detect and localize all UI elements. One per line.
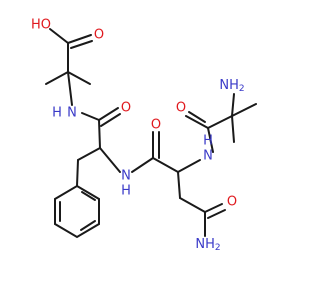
atom-labels: HO O N H O N H O N H O NH2 O NH2 — [31, 18, 245, 254]
atom-h2: H — [121, 184, 131, 199]
bond-ca2-n2 — [99, 147, 121, 173]
molecule-structure: HO O N H O N H O N H O NH2 O NH2 — [31, 18, 257, 254]
bond-n2-c2 — [131, 157, 154, 173]
bond-ca3-n3 — [177, 159, 201, 173]
bond-c3-o3-double — [188, 111, 206, 123]
bond-methyl-1 — [45, 71, 69, 85]
bond-methyl-2 — [67, 71, 91, 85]
bond-c1-o1 — [98, 107, 119, 121]
atom-o2: O — [151, 118, 161, 133]
atom-n1: N — [67, 106, 77, 121]
atom-ho: HO — [31, 18, 51, 33]
bond-c2-calpha3 — [152, 157, 179, 173]
bond-cg-o-amide-double — [207, 209, 226, 219]
atom-n3: N — [203, 149, 213, 164]
atom-o-acid: O — [94, 28, 104, 43]
atom-nh2-amide: NH2 — [195, 237, 220, 254]
atom-o1: O — [121, 101, 131, 116]
bond-n3-c3 — [207, 127, 214, 153]
atom-h1: H — [52, 106, 62, 121]
benzene-ring — [54, 184, 100, 239]
bond-cq-methyl-2 — [231, 115, 235, 143]
atom-h3: H — [203, 134, 213, 149]
atom-nh2-top: NH2 — [219, 78, 244, 95]
atom-o3: O — [176, 101, 186, 116]
bond-c-o-acid — [67, 34, 92, 44]
atom-o-amide: O — [227, 195, 237, 210]
bond-cq-nh2 — [231, 93, 235, 117]
atom-n2: N — [121, 169, 131, 184]
bond-c3-o3 — [185, 115, 209, 129]
bond-cb-ring — [76, 159, 79, 187]
bond-cb-cg — [179, 197, 206, 213]
bond-ca3-cb — [177, 171, 181, 199]
bond-c3-cq — [207, 115, 233, 129]
bond-ho-c — [49, 28, 69, 44]
bond-c1-calpha2 — [98, 119, 101, 149]
bond-cg-o-amide — [204, 203, 223, 213]
bond-c-n1 — [67, 71, 73, 106]
ring-double-2 — [80, 220, 96, 231]
bonds — [45, 28, 257, 239]
bond-cq-methyl-1 — [231, 103, 257, 117]
bond-n1-c1 — [81, 112, 100, 121]
ring-double-1 — [81, 191, 96, 201]
bond-c-o-acid-double — [70, 40, 93, 49]
bond-ca2-cb — [77, 147, 101, 161]
bond-c1-o1-double — [100, 113, 121, 127]
